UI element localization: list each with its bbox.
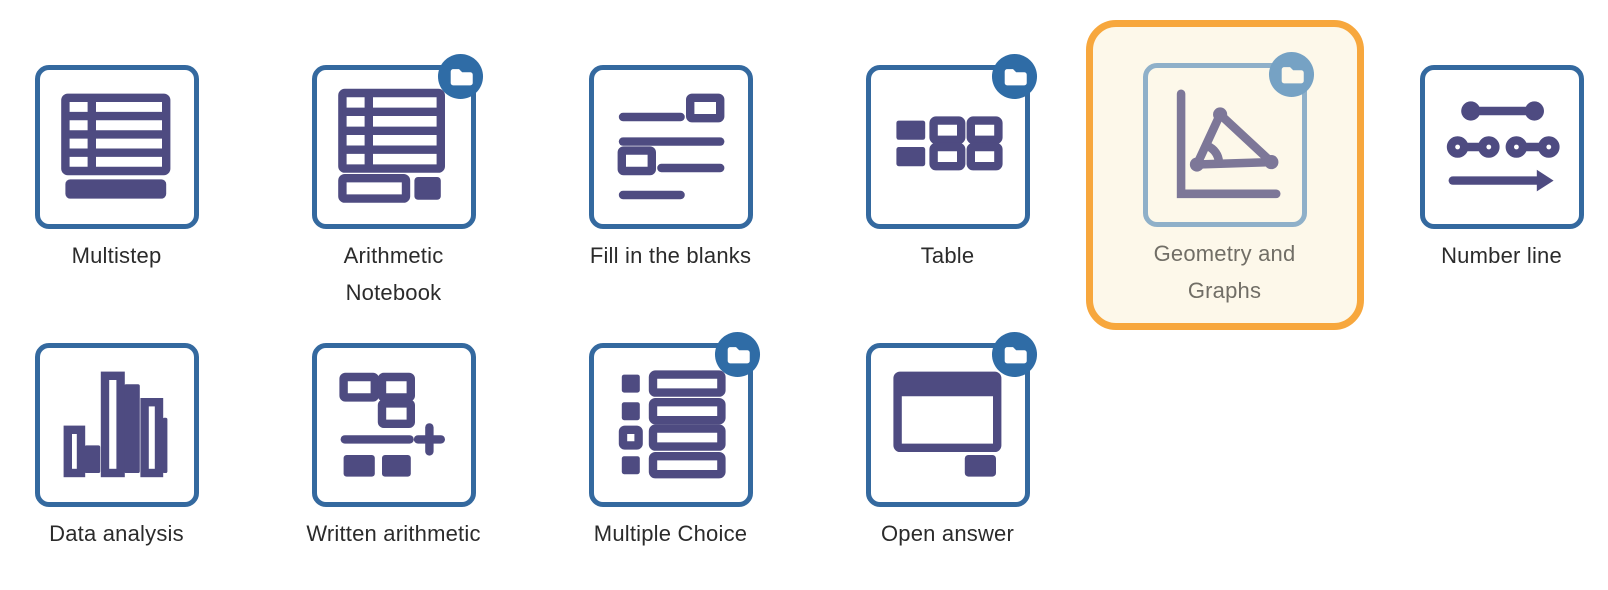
tile-label: Number line (1441, 243, 1562, 268)
folder-badge-icon (991, 53, 1037, 100)
selected-card[interactable]: Geometry and Graphs (1085, 20, 1364, 330)
tile-label: Table (920, 243, 975, 268)
tile-arithmetic-notebook[interactable]: Arithmetic Notebook (255, 53, 532, 311)
number-line-icon (1446, 101, 1560, 192)
open-answer-icon (892, 371, 1001, 477)
tile-label: Open answer (880, 521, 1015, 546)
tile-fill-in-the-blanks[interactable]: Fill in the blanks (532, 65, 809, 274)
tile-label: Multistep (71, 243, 162, 268)
tile-label: Multiple Choice (593, 521, 748, 546)
tile-label: Geometry and Graphs (1153, 241, 1296, 303)
tile-data-analysis[interactable]: Data analysis (0, 343, 255, 552)
tile-number-line[interactable]: Number line (1363, 65, 1608, 274)
fill-in-the-blanks-icon (617, 93, 724, 200)
tile-label: Fill in the blanks (589, 243, 752, 268)
arithmetic-notebook-icon (337, 88, 445, 203)
written-arithmetic-tile-frame (311, 343, 476, 507)
table-grid-icon (895, 116, 1003, 171)
tile-label: Arithmetic Notebook (343, 243, 444, 305)
folder-badge-icon (437, 53, 483, 100)
tile-multistep[interactable]: Multistep (0, 65, 255, 274)
multiple-choice-tile-frame (588, 331, 760, 507)
geometry-tile-frame (1142, 51, 1314, 227)
tile-written-arithmetic[interactable]: Written arithmetic (255, 343, 532, 552)
tile-label: Data analysis (49, 521, 184, 546)
written-arithmetic-icon (338, 372, 445, 477)
table-tile-frame (865, 53, 1037, 229)
folder-badge-icon (1268, 51, 1314, 98)
folder-badge-icon (714, 331, 760, 378)
multistep-table-icon (60, 93, 170, 199)
tile-multiple-choice[interactable]: Multiple Choice (532, 331, 809, 552)
tile-label: Written arithmetic (306, 521, 481, 546)
tile-table[interactable]: Table (809, 53, 1086, 274)
open-answer-tile-frame (865, 331, 1037, 507)
number-line-tile-frame (1419, 65, 1584, 229)
data-analysis-tile-frame (34, 343, 199, 507)
tile-geometry-and-graphs[interactable]: Geometry and Graphs (1085, 20, 1364, 330)
fill-in-the-blanks-tile-frame (588, 65, 753, 229)
bar-chart-icon (63, 371, 167, 478)
geometry-graphs-icon (1176, 89, 1281, 199)
tile-open-answer[interactable]: Open answer (809, 331, 1086, 552)
arithmetic-notebook-tile-frame (311, 53, 483, 229)
multistep-tile-frame (34, 65, 199, 229)
multiple-choice-icon (618, 370, 726, 479)
folder-badge-icon (991, 331, 1037, 378)
